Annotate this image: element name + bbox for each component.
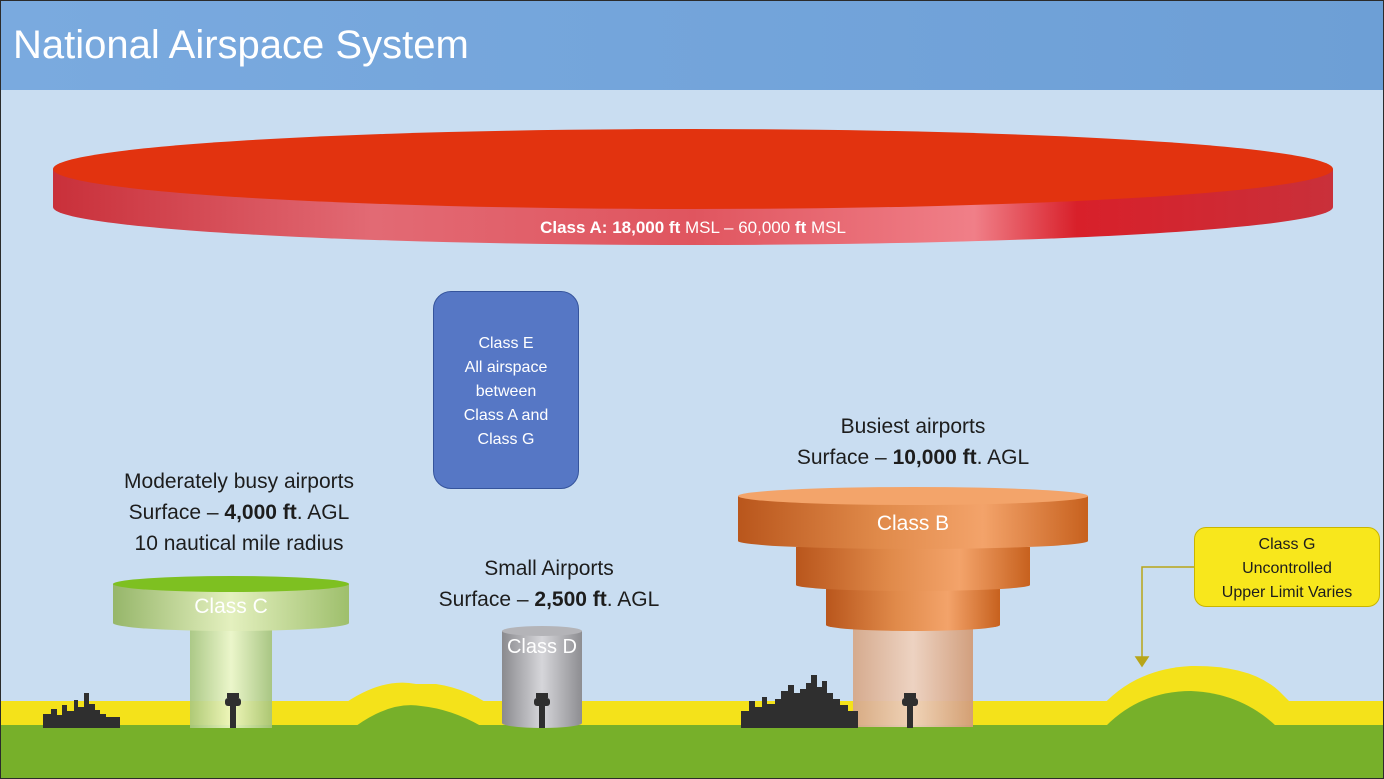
class-e-line: Class A and bbox=[463, 407, 549, 424]
control-tower-d-icon bbox=[534, 693, 550, 728]
title-bar: National Airspace System bbox=[1, 1, 1383, 90]
class-b-label: Class B bbox=[876, 512, 950, 535]
class-e-line: Class E bbox=[478, 335, 534, 352]
class-g-line: Uncontrolled bbox=[1242, 560, 1332, 577]
class-a-label: Class A: 18,000 ft MSL – 60,000 ft MSL bbox=[540, 218, 846, 237]
ground bbox=[1, 725, 1383, 778]
class-g-pointer-arrow bbox=[1134, 566, 1194, 668]
class-e-line: All airspace bbox=[464, 359, 548, 376]
class-c-label: Class C bbox=[194, 595, 268, 618]
class-d-shape bbox=[502, 626, 582, 728]
control-tower-b-icon bbox=[902, 693, 918, 728]
class-b-caption: Busiest airports Surface – 10,000 ft. AG… bbox=[796, 415, 1030, 469]
green-hill-left bbox=[356, 705, 481, 726]
class-e-line: between bbox=[475, 383, 537, 400]
city-skyline-left-icon bbox=[43, 693, 120, 728]
class-g-box: Class G Uncontrolled Upper Limit Varies bbox=[1194, 527, 1380, 607]
class-c-shape bbox=[113, 576, 349, 728]
page-title: National Airspace System bbox=[13, 23, 469, 67]
class-d-label: Class D bbox=[506, 636, 577, 658]
class-a-disc bbox=[53, 129, 1333, 245]
yellow-hill-left bbox=[341, 682, 501, 713]
class-g-line: Upper Limit Varies bbox=[1221, 584, 1353, 601]
control-tower-c-icon bbox=[225, 693, 241, 728]
city-skyline-right-icon bbox=[741, 675, 858, 728]
green-hill-right bbox=[1106, 691, 1276, 726]
class-c-caption: Moderately busy airports Surface – 4,000… bbox=[124, 470, 354, 555]
class-e-line: Class G bbox=[477, 431, 535, 448]
class-e-box: Class E All airspace between Class A and… bbox=[433, 291, 579, 489]
class-g-line: Class G bbox=[1258, 536, 1316, 553]
class-d-caption: Small Airports Surface – 2,500 ft. AGL bbox=[438, 557, 660, 611]
